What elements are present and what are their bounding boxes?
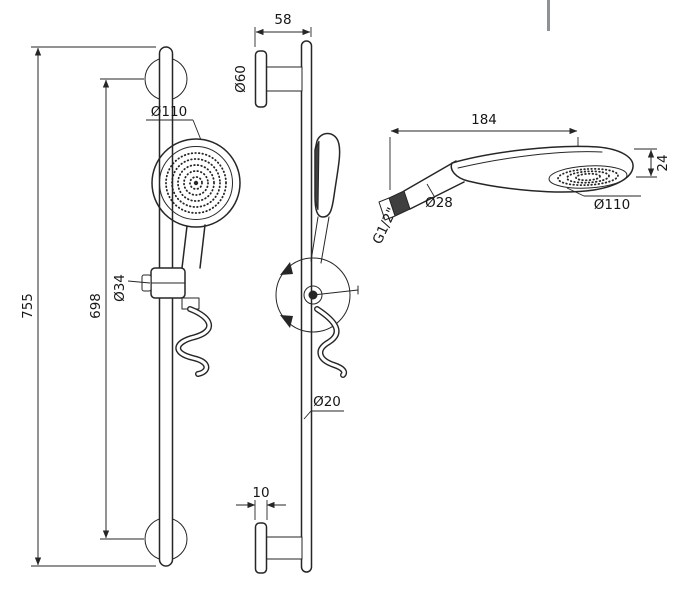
handshower-side-handle-left bbox=[310, 216, 319, 262]
handle-left-edge bbox=[181, 225, 188, 269]
dim-slider-diameter-label: Ø34 bbox=[112, 274, 128, 302]
handshower-head-ring bbox=[159, 146, 233, 220]
side-view: 58 Ø60 Ø20 10 bbox=[233, 12, 359, 574]
dim-10-label: 10 bbox=[252, 485, 269, 501]
dim-head-diameter-label: Ø110 bbox=[151, 104, 187, 120]
dim-184-label: 184 bbox=[471, 112, 497, 128]
dim-thread-label: G1/2" bbox=[370, 205, 401, 247]
hose-side-highlight bbox=[315, 307, 346, 377]
dim-58-label: 58 bbox=[274, 12, 291, 28]
handshower-side-handle-right bbox=[320, 216, 330, 264]
dim-handle-diameter-label: Ø28 bbox=[425, 195, 453, 211]
bracket-arm-bottom bbox=[265, 536, 303, 560]
wall-flange-top bbox=[254, 50, 268, 108]
dim-698-label: 698 bbox=[88, 293, 104, 319]
spray-face-dots-2 bbox=[566, 170, 610, 184]
handle-right-edge bbox=[199, 224, 206, 269]
leader-handle-diameter bbox=[426, 183, 435, 197]
leader-head-diameter bbox=[192, 119, 202, 141]
pivot-rotation-circle bbox=[275, 257, 351, 333]
wall-flange-bottom bbox=[254, 522, 268, 574]
detail-handle-top bbox=[403, 160, 457, 192]
spray-dots-ring-5 bbox=[165, 152, 227, 214]
spray-face-outline bbox=[548, 165, 628, 189]
spray-dots-ring-1 bbox=[189, 176, 203, 190]
rail-front bbox=[158, 46, 174, 567]
dim-755-label: 755 bbox=[20, 293, 36, 319]
spray-dots-ring-2 bbox=[183, 170, 209, 196]
spray-face-dots-1 bbox=[575, 172, 601, 182]
spray-center-dot bbox=[193, 180, 199, 186]
handshower-side-profile bbox=[314, 132, 341, 218]
connector-cap bbox=[378, 197, 396, 221]
dim-rail-diameter-label: Ø20 bbox=[313, 394, 341, 410]
spray-face-dots-3 bbox=[557, 167, 619, 187]
front-view: 755 698 Ø110 Ø34 bbox=[20, 46, 241, 567]
leader-face-diameter bbox=[566, 187, 585, 197]
dim-flange-diameter-label: Ø60 bbox=[233, 65, 249, 93]
handshower-head-outer bbox=[151, 138, 241, 228]
dim-face-diameter-label: Ø110 bbox=[594, 197, 630, 213]
leader-slider-diameter bbox=[127, 280, 151, 284]
rotation-arrow-top bbox=[280, 262, 293, 275]
rotation-arrow-bottom bbox=[280, 315, 293, 328]
dim-24-label: 24 bbox=[655, 154, 671, 171]
spray-dots-ring-3 bbox=[177, 164, 215, 202]
handshower-view: 184 24 G1/2" Ø28 Ø110 bbox=[370, 112, 671, 247]
pivot-lever bbox=[312, 289, 359, 296]
rail-side bbox=[300, 40, 313, 573]
handshower-head-seam bbox=[457, 151, 603, 169]
pivot-hub-ring bbox=[303, 285, 323, 305]
hose-front-highlight bbox=[176, 307, 211, 376]
handshower-side-face bbox=[314, 140, 320, 211]
leader-rail-diameter bbox=[303, 410, 312, 420]
edge-artifact-line bbox=[547, 0, 550, 31]
spray-dots-ring-4 bbox=[171, 158, 221, 208]
detail-handle-bottom bbox=[409, 181, 465, 210]
bracket-arm-top bbox=[265, 66, 303, 92]
